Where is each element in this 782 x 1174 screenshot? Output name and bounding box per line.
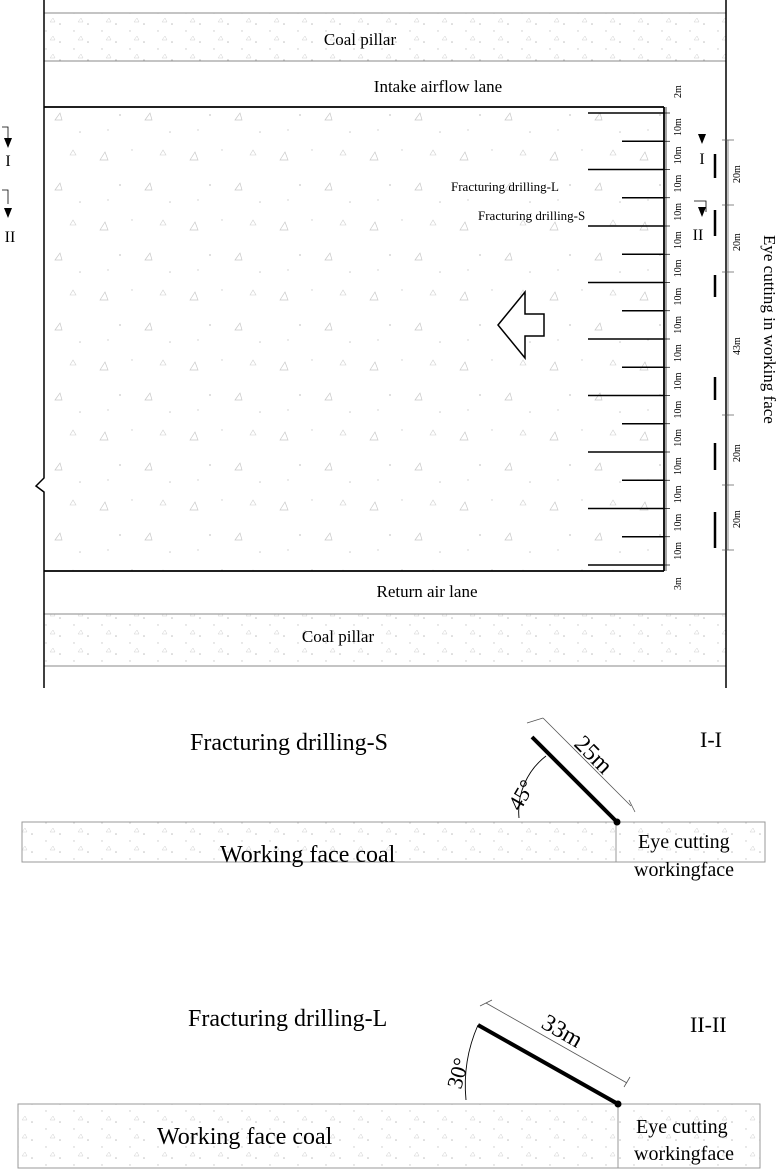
section-II-coal-block xyxy=(17,1103,761,1169)
spacing-label: 10m xyxy=(673,316,684,334)
segment-label-2: 20m xyxy=(732,233,743,251)
section-I-length-label: 25m xyxy=(569,731,618,780)
return-lane-label: Return air lane xyxy=(376,582,477,601)
section-II-label: Fracturing drilling-L xyxy=(188,1006,387,1032)
section-I-mark-left: I xyxy=(5,153,10,170)
eye-cutting-segments: 20m 20m 43m 20m 20m xyxy=(713,139,743,551)
working-face-panel xyxy=(44,107,664,571)
section-I-arrow-icon xyxy=(698,134,706,144)
spacing-label: 10m xyxy=(673,231,684,249)
plan-left-boundary xyxy=(34,0,45,688)
section-II-mark-left: II xyxy=(5,229,16,246)
segment-label-1: 20m xyxy=(732,165,743,183)
spacing-label: 10m xyxy=(673,400,684,418)
section-II-angle-arc xyxy=(464,1024,479,1101)
section-II-drill-line xyxy=(477,1023,619,1106)
coal-pillar-top xyxy=(44,13,726,61)
plan-view: Coal pillar Intake airflow lane Return a… xyxy=(2,0,779,688)
section-II-arrow-icon xyxy=(698,207,706,217)
drill-label-L: Fracturing drilling-L xyxy=(451,179,559,194)
section-I-view: I-I Fracturing drilling-S Working face c… xyxy=(21,717,766,881)
spacing-label: 10m xyxy=(673,542,684,560)
section-I-eye-line1: Eye cutting xyxy=(638,831,730,853)
section-I-arrow-left-icon xyxy=(4,138,12,148)
section-marks-right: I II xyxy=(693,134,707,244)
spacing-label: 10m xyxy=(673,203,684,221)
spacing-labels: 2m 3m 10m 10m 10m 10m 10m 10m 10m 10m 10m 10m 10m 1… xyxy=(662,85,684,590)
spacing-label: 10m xyxy=(673,344,684,362)
section-II-mark-right: II xyxy=(693,227,704,244)
section-II-title: II-II xyxy=(690,1012,727,1037)
section-II-angle-label: 30° xyxy=(442,1055,474,1091)
section-I-eye-line2: workingface xyxy=(634,859,734,881)
spacing-label: 10m xyxy=(673,146,684,164)
spacing-label: 10m xyxy=(673,118,684,136)
section-II-view: II-II Fracturing drilling-L Working face… xyxy=(17,999,761,1169)
section-II-length-label: 33m xyxy=(537,1010,587,1054)
section-I-coal-block xyxy=(21,821,766,863)
spacing-label: 10m xyxy=(673,485,684,503)
segment-label-4: 20m xyxy=(732,444,743,462)
spacing-label: 10m xyxy=(673,174,684,192)
spacing-top-label: 2m xyxy=(673,85,684,98)
advance-direction-arrow-icon xyxy=(497,289,545,361)
section-I-coal-label: Working face coal xyxy=(220,842,396,868)
coal-pillar-top-label: Coal pillar xyxy=(324,30,397,49)
section-II-eye-line2: workingface xyxy=(634,1143,734,1165)
section-I-label: Fracturing drilling-S xyxy=(190,730,388,756)
spacing-label: 10m xyxy=(673,372,684,390)
spacing-label: 10m xyxy=(673,429,684,447)
spacing-label: 10m xyxy=(673,457,684,475)
section-marks-left: I II xyxy=(2,126,16,246)
drill-holes xyxy=(588,112,664,566)
section-I-drill-line xyxy=(530,735,619,824)
section-I-angle-label: 45° xyxy=(503,775,540,814)
segment-label-3: 43m xyxy=(732,337,743,355)
section-I-angle-arc xyxy=(518,755,547,819)
spacing-label: 10m xyxy=(673,513,684,531)
section-I-title: I-I xyxy=(700,727,722,752)
section-I-mark-right: I xyxy=(699,151,704,168)
section-II-arrow-left-icon xyxy=(4,208,12,218)
spacing-label: 10m xyxy=(673,287,684,305)
spacing-label: 10m xyxy=(673,259,684,277)
drill-label-S: Fracturing drilling-S xyxy=(478,208,585,223)
segment-label-5: 20m xyxy=(732,510,743,528)
section-II-coal-label: Working face coal xyxy=(157,1124,333,1150)
spacing-bottom-label: 3m xyxy=(673,577,684,590)
eye-cutting-label: Eye cutting in working face xyxy=(760,235,779,424)
intake-lane-label: Intake airflow lane xyxy=(374,77,502,96)
coal-pillar-bottom xyxy=(44,614,726,666)
section-II-eye-line1: Eye cutting xyxy=(636,1116,728,1138)
coal-pillar-bottom-label: Coal pillar xyxy=(302,627,375,646)
